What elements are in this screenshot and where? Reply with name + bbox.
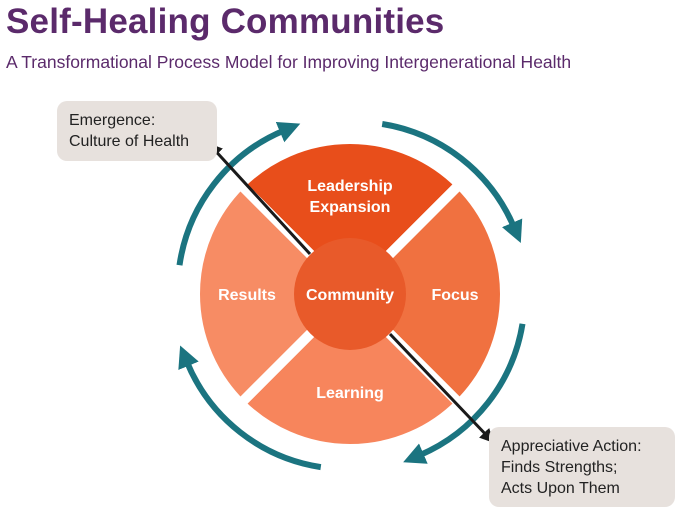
cycle-arrow-bottom-right [403,323,526,464]
callout-appreciative-line-3: Acts Upon Them [501,480,620,497]
callout-emergence: Emergence: Culture of Health [57,101,217,161]
page-title: Self-Healing Communities [6,2,445,41]
segment-focus [345,179,510,409]
segment-results [190,179,355,409]
segment-label-learning: Learning [316,385,384,402]
callout-emergence-line-2: Culture of Health [69,133,190,150]
cycle-arrow-top-right [381,121,523,244]
callout-appreciative-line-2: Finds Strengths; [501,459,618,476]
cycle-arrow-bottom-left [178,345,322,471]
segment-label-focus: Focus [431,287,478,304]
callout-appreciative-action: Appreciative Action: Finds Strengths; Ac… [489,427,675,507]
center-community-circle [294,238,406,350]
cycle-arrow-top-left [176,122,301,266]
page-subtitle: A Transformational Process Model for Imp… [6,52,572,72]
segment-learning [235,289,465,454]
callout-appreciative-line-1: Appreciative Action: [501,438,642,455]
segment-label-leadership: Leadership [307,178,393,195]
arrow-to-appreciative-action [388,332,494,443]
center-label-community: Community [306,287,394,304]
segment-leadership-expansion [235,134,465,299]
segment-label-expansion: Expansion [310,199,391,216]
segment-label-results: Results [218,287,276,304]
process-wheel [190,134,510,454]
arrow-to-emergence [208,143,312,256]
callout-emergence-line-1: Emergence: [69,112,156,129]
